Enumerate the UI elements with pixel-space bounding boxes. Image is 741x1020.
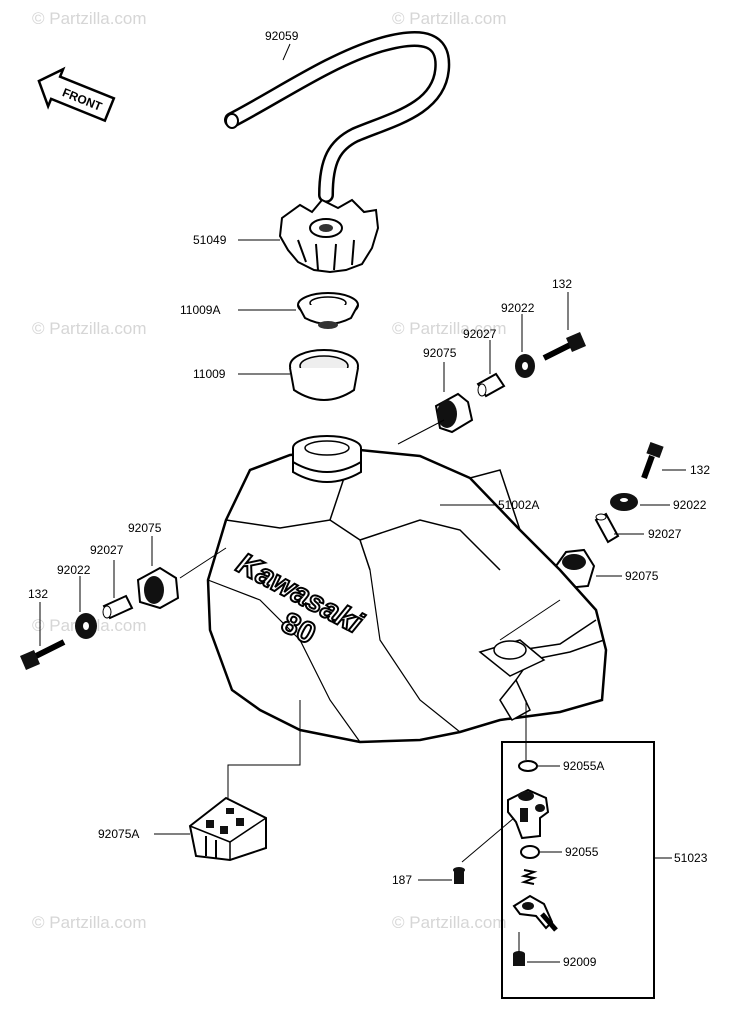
left-bolt [20,639,66,670]
right-upper-washer [515,354,535,378]
right-upper-bolt [542,332,586,361]
part-label-92075A: 92075A [98,827,139,841]
part-label-51049: 51049 [193,233,227,247]
watermark: © Partzilla.com [32,319,147,338]
screw-187 [453,867,465,884]
part-label-132: 132 [28,587,48,601]
part-label-92022: 92022 [673,498,707,512]
part-label-51002A: 51002A [498,498,539,512]
left-washer [75,613,97,639]
part-label-11009: 11009 [193,367,226,381]
spring [520,869,538,885]
part-label-92055: 92055 [565,845,599,859]
watermark: © Partzilla.com [392,319,507,338]
rear-damper [188,796,267,862]
watermark: © Partzilla.com [32,913,147,932]
o-ring-bottom [513,951,525,966]
part-label-11009A: 11009A [180,303,220,317]
part-label-92022: 92022 [57,563,91,577]
watermark: © Partzilla.com [392,913,507,932]
left-collar [102,594,134,620]
part-label-132: 132 [690,463,710,477]
part-label-92027: 92027 [90,543,124,557]
fuel-cock-assembly-frame [501,741,655,999]
fuel-cap [278,198,380,274]
left-damper [136,566,180,610]
part-label-51023: 51023 [674,851,708,865]
cap-gasket [289,349,359,401]
o-ring [520,845,540,859]
right-upper-collar [476,372,506,398]
part-label-132: 132 [552,277,572,291]
part-label-92027: 92027 [648,527,682,541]
part-label-92027: 92027 [463,327,497,341]
lever [512,894,558,932]
cap-gasket-a [297,292,359,329]
fuel-tank: Kawasaki 80 [206,435,608,744]
part-label-92075: 92075 [128,521,162,535]
part-label-92055A: 92055A [563,759,604,773]
right-lower-washer [610,493,638,511]
part-label-92075: 92075 [625,569,659,583]
watermark: © Partzilla.com [32,9,147,28]
watermark-layer: © Partzilla.com © Partzilla.com © Partzi… [32,9,507,932]
part-label-92022: 92022 [501,301,535,315]
part-label-92059: 92059 [265,29,299,43]
front-arrow-icon: FRONT [37,66,116,123]
breather-hose [224,31,451,203]
watermark: © Partzilla.com [392,9,507,28]
part-label-187: 187 [392,873,412,887]
fuel-cock [507,788,550,840]
o-ring-a [518,760,538,772]
right-upper-damper [434,392,474,434]
right-lower-bolt [641,441,664,480]
part-label-92009: 92009 [563,955,597,969]
right-lower-collar [594,512,620,544]
part-label-92075: 92075 [423,346,457,360]
